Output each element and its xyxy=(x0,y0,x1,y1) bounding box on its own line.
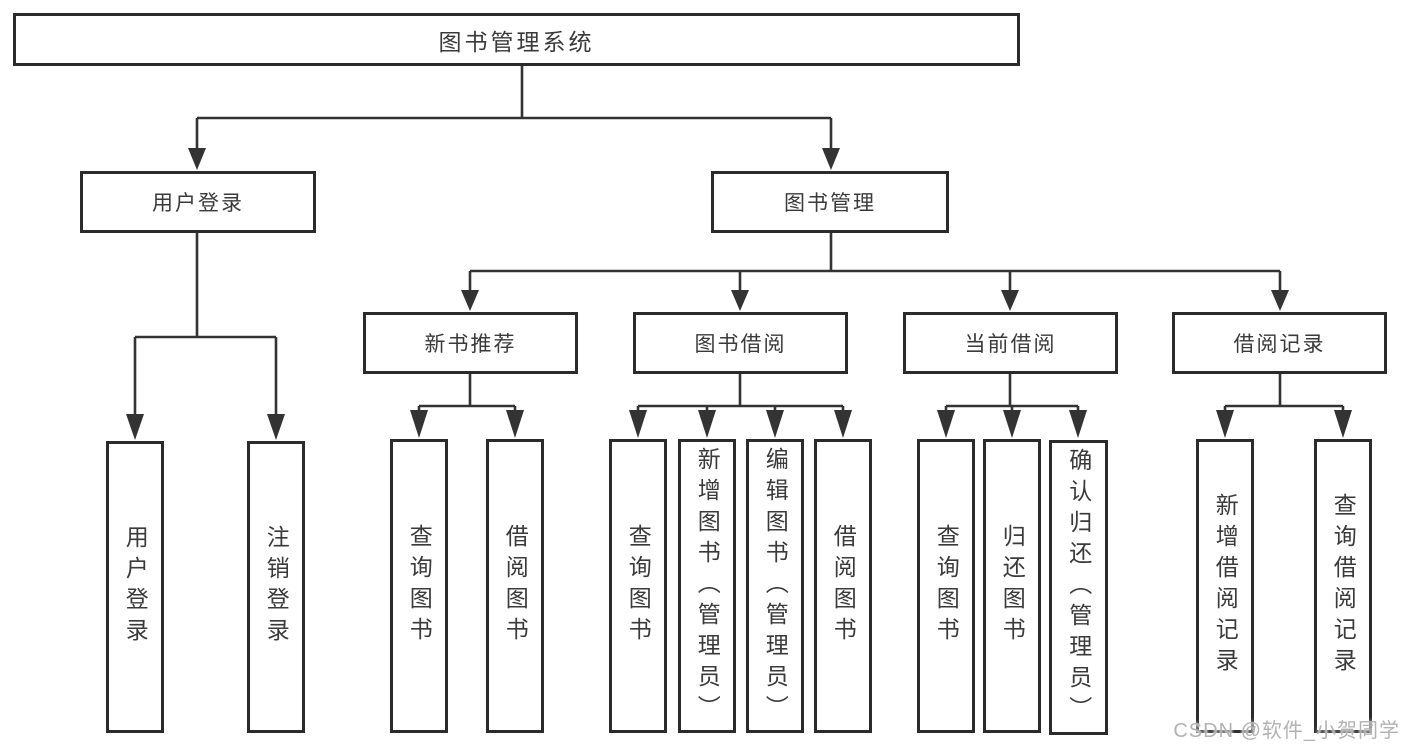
leaf-borrowing-add-book-admin: 新增图书（管理员） xyxy=(678,439,736,733)
arrowheads xyxy=(126,148,1352,440)
node-current-borrowing-label: 当前借阅 xyxy=(964,333,1057,356)
leaf-recommend-borrow-book: 借阅图书 xyxy=(486,439,544,733)
node-library-management-system-label: 图书管理系统 xyxy=(438,28,595,55)
leaf-borrowing-edit-book-admin-label: 编辑图书（管理员） xyxy=(762,446,789,726)
node-book-management: 图书管理 xyxy=(711,171,949,233)
leaf-borrowing-query-book: 查询图书 xyxy=(609,439,667,733)
leaf-logout-label: 注销登录 xyxy=(263,525,290,649)
leaf-records-query-record-label: 查询借阅记录 xyxy=(1330,493,1357,679)
leaf-borrowing-borrow-book: 借阅图书 xyxy=(814,439,872,733)
leaf-current-confirm-return-admin-label: 确认归还（管理员） xyxy=(1065,448,1092,727)
leaf-borrowing-edit-book-admin: 编辑图书（管理员） xyxy=(746,439,804,733)
leaf-current-confirm-return-admin: 确认归还（管理员） xyxy=(1049,440,1108,735)
leaf-user-login: 用户登录 xyxy=(106,441,164,733)
node-library-management-system: 图书管理系统 xyxy=(13,13,1020,66)
leaf-borrowing-query-book-label: 查询图书 xyxy=(625,524,652,648)
leaf-records-add-record: 新增借阅记录 xyxy=(1196,439,1254,733)
node-new-book-recommendation: 新书推荐 xyxy=(363,312,578,374)
csdn-watermark: CSDN @软件_小贺同学 xyxy=(1173,720,1400,742)
leaf-borrowing-borrow-book-label: 借阅图书 xyxy=(830,524,857,648)
leaf-records-add-record-label: 新增借阅记录 xyxy=(1212,493,1239,679)
leaf-records-query-record: 查询借阅记录 xyxy=(1314,439,1372,733)
leaf-current-query-book: 查询图书 xyxy=(917,439,975,733)
node-user-login-label: 用户登录 xyxy=(152,192,244,215)
node-book-borrowing: 图书借阅 xyxy=(633,312,848,374)
leaf-borrowing-add-book-admin-label: 新增图书（管理员） xyxy=(694,446,721,726)
leaf-user-login-label: 用户登录 xyxy=(122,525,149,649)
node-book-borrowing-label: 图书借阅 xyxy=(694,333,787,356)
leaf-recommend-query-book: 查询图书 xyxy=(390,439,448,733)
node-current-borrowing: 当前借阅 xyxy=(903,312,1118,374)
node-book-management-label: 图书管理 xyxy=(784,192,876,215)
leaf-recommend-borrow-book-label: 借阅图书 xyxy=(502,524,529,648)
leaf-logout: 注销登录 xyxy=(247,441,305,733)
node-borrowing-records-label: 借阅记录 xyxy=(1233,333,1326,356)
node-user-login: 用户登录 xyxy=(80,171,316,233)
node-new-book-recommendation-label: 新书推荐 xyxy=(424,333,517,356)
leaf-recommend-query-book-label: 查询图书 xyxy=(406,524,433,648)
leaf-current-return-book-label: 归还图书 xyxy=(999,524,1026,648)
leaf-current-query-book-label: 查询图书 xyxy=(933,524,960,648)
leaf-current-return-book: 归还图书 xyxy=(983,439,1041,733)
node-borrowing-records: 借阅记录 xyxy=(1172,312,1387,374)
